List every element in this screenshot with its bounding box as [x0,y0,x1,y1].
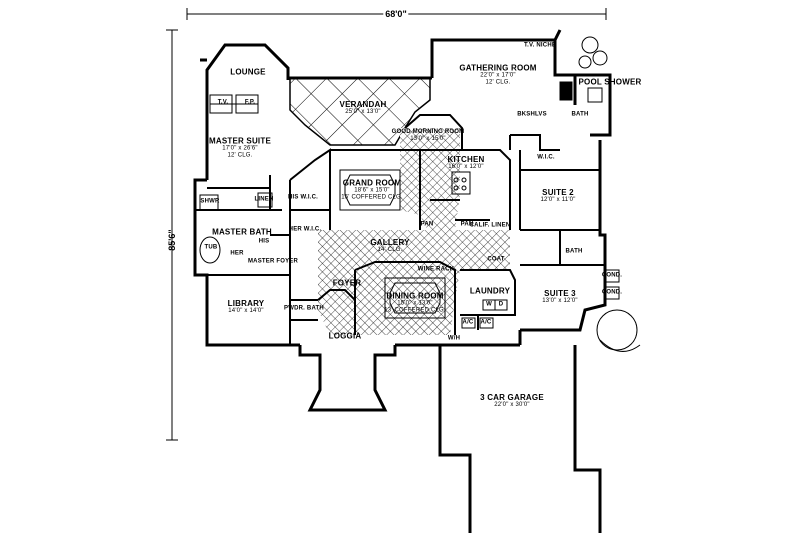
exterior-walls [193,29,612,533]
fixtures [199,36,641,352]
dimension-lines [166,8,607,441]
